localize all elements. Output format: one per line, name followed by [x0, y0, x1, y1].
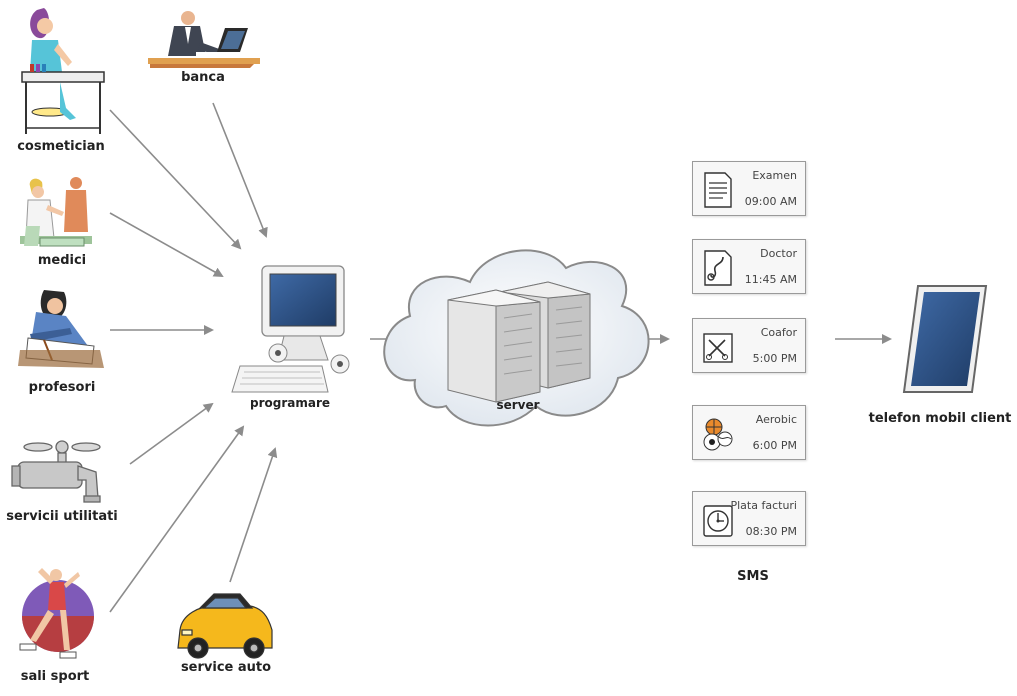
stethoscope-icon — [704, 250, 732, 286]
sms-time: 5:00 PM — [752, 352, 797, 365]
arrow-banca-to-programare — [212, 102, 268, 238]
arrow-cosmetician-to-programare — [109, 109, 242, 250]
sms-title: Examen — [752, 169, 797, 182]
computer-icon — [231, 265, 350, 393]
sms-title: Doctor — [760, 247, 797, 260]
sms-time: 11:45 AM — [744, 273, 797, 286]
sms-title: Aerobic — [755, 413, 797, 426]
label-telefon-mobil-client: telefon mobil client — [868, 411, 1012, 426]
sms-title: Plata facturi — [730, 499, 797, 512]
profesori-illustration — [18, 290, 104, 368]
sali-sport-illustration — [19, 568, 94, 659]
label-programare: programare — [249, 396, 331, 410]
server-icon — [447, 281, 591, 403]
arrow-medici-to-programare — [109, 212, 224, 277]
scissors-icon — [703, 333, 733, 363]
arrow-servicii-to-programare — [129, 402, 214, 465]
sms-card-plata-facturi: Plata facturi 08:30 PM — [692, 491, 806, 546]
banca-illustration — [148, 11, 260, 68]
sports-balls-icon — [703, 418, 733, 451]
sms-time: 6:00 PM — [752, 439, 797, 452]
sms-card-aerobic: Aerobic 6:00 PM — [692, 405, 806, 460]
label-banca: banca — [181, 70, 225, 85]
label-medici: medici — [37, 253, 87, 268]
label-server: server — [496, 398, 540, 412]
medici-illustration — [20, 177, 92, 247]
mobile-phone-icon — [902, 285, 988, 393]
cosmetician-illustration — [21, 8, 105, 134]
clock-icon — [703, 505, 733, 537]
label-cosmetician: cosmetician — [17, 139, 105, 154]
sms-title: Coafor — [760, 326, 797, 339]
car-illustration — [177, 593, 273, 659]
sms-card-examen: Examen 09:00 AM — [692, 161, 806, 216]
document-icon — [704, 172, 732, 208]
sms-card-coafor: Coafor 5:00 PM — [692, 318, 806, 373]
arrow-auto-to-programare — [229, 447, 278, 583]
label-sms: SMS — [737, 569, 769, 584]
label-sali-sport: sali sport — [20, 669, 90, 684]
arrow-sali-to-programare — [109, 425, 245, 613]
sms-time: 09:00 AM — [744, 195, 797, 208]
arrows — [109, 102, 892, 613]
sms-card-doctor: Doctor 11:45 AM — [692, 239, 806, 294]
label-servicii-utilitati: servicii utilitati — [6, 509, 118, 524]
label-service-auto: service auto — [180, 660, 272, 675]
sms-time: 08:30 PM — [745, 525, 797, 538]
label-profesori: profesori — [28, 380, 96, 395]
faucet-illustration — [11, 440, 101, 503]
